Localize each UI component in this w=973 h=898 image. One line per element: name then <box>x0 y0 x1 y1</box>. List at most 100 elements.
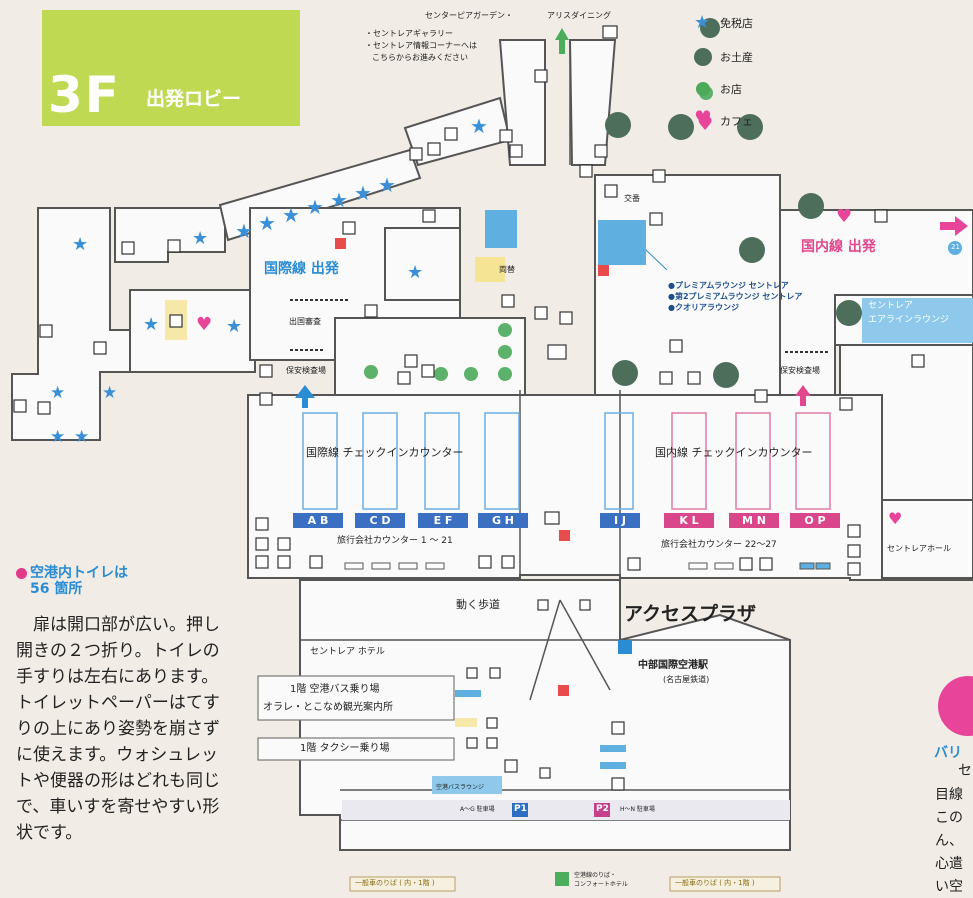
facility-icons <box>13 25 925 791</box>
p1-sign <box>512 803 528 817</box>
checkin-hall <box>247 394 973 581</box>
shop-markers <box>364 86 713 381</box>
p1-label: P1 <box>514 804 527 814</box>
right-edge-line-6: い空 <box>935 879 963 895</box>
centrair-hall-label: セントレアホール <box>887 544 951 553</box>
travel-intl-label: 旅行会社カウンター 1 〜 21 <box>337 536 453 546</box>
station-sub-label: (名古屋鉄道) <box>663 675 710 684</box>
svg-text:★: ★ <box>378 173 396 197</box>
floor-banner <box>42 10 300 126</box>
security-gates <box>290 299 830 353</box>
legend-cafe: カフェ <box>720 115 753 128</box>
international-departure-label: 国際線 出発 <box>264 261 339 277</box>
right-edge-badge <box>938 676 973 736</box>
counter-ij: I J <box>600 513 640 528</box>
left-annex-wall <box>11 207 131 441</box>
svg-text:★: ★ <box>235 219 253 243</box>
up-arrows <box>295 28 811 408</box>
souvenir-markers <box>605 18 862 388</box>
number-21: 21 <box>951 243 960 251</box>
svg-text:★: ★ <box>226 316 242 337</box>
security-right-label: 保安検査場 <box>780 366 820 375</box>
bus-line-label: 1階 空港バス乗り場 <box>290 684 380 695</box>
gift-circle-icon <box>694 48 712 66</box>
svg-text:♥: ♥ <box>697 114 713 135</box>
floor-number: 3F <box>48 66 121 124</box>
shop-icon <box>696 82 710 96</box>
p1-note: A〜G 駐車場 <box>460 806 495 813</box>
right-edge-line-3: この <box>935 810 963 826</box>
counter-op: O P <box>790 513 840 528</box>
koban-label: 交番 <box>624 194 640 203</box>
label-aries-dining: アリスダイニング <box>547 11 611 20</box>
premium-lounge-box <box>598 220 646 265</box>
exchange-box <box>475 257 505 282</box>
right-edge-heading: バリ <box>934 745 962 761</box>
svg-text:★: ★ <box>258 211 276 235</box>
security-left-label: 保安検査場 <box>286 366 326 375</box>
svg-text:★: ★ <box>143 314 159 335</box>
p2-note: H〜N 駐車場 <box>620 806 655 813</box>
bottom-center-1: 空港線のりば・ <box>574 872 617 879</box>
svg-text:★: ★ <box>330 188 348 212</box>
domestic-departure-label: 国内線 出発 <box>801 239 876 255</box>
p2-sign <box>594 803 610 817</box>
note-bullet <box>16 568 27 579</box>
counter-mn: M N <box>729 513 779 528</box>
station-label: 中部国際空港駅 <box>638 660 708 671</box>
svg-text:★: ★ <box>192 228 208 249</box>
lounge-3: ●クオリアラウンジ <box>668 303 739 312</box>
lounge-2: ●第2プレミアムラウンジ セントレア <box>668 292 803 301</box>
svg-text:★: ★ <box>50 427 65 447</box>
counter-ef: E F <box>418 513 468 528</box>
bus-lounge-kiosk: 空港バスラウンジ <box>436 784 485 791</box>
intl-core <box>384 227 461 301</box>
access-plaza-area <box>299 579 791 851</box>
intl-checkin-label: 国際線 チェックインカウンター <box>306 446 464 459</box>
exchange-label: 両替 <box>499 265 515 274</box>
dom-checkin-label: 国内線 チェックインカウンター <box>655 446 813 459</box>
legend-duty-free: 免税店 <box>720 17 753 30</box>
access-plaza-label: アクセスプラザ <box>624 603 757 625</box>
cafe-hearts: ♥ ♥ ♥ ♥ <box>196 114 902 528</box>
star-icon: ★ <box>694 12 711 33</box>
immigration-label: 出国審査 <box>289 317 321 326</box>
svg-text:★: ★ <box>282 203 300 227</box>
gate-pier-right <box>568 39 617 166</box>
gallery-note-3: こちらからお進みください <box>372 53 468 62</box>
counter-gh: G H <box>478 513 528 528</box>
legend-souvenir: お土産 <box>720 51 753 64</box>
note-title: 空港内トイレは 56 箇所 <box>30 565 128 597</box>
centrair-lounge-2: エアラインラウンジ <box>868 315 950 325</box>
counter-kl: K L <box>664 513 714 528</box>
svg-text:♥: ♥ <box>888 509 902 528</box>
note-title-line2: 56 箇所 <box>30 581 83 598</box>
svg-text:★: ★ <box>306 195 324 219</box>
bus-bottom-left: 一般車のりば ( 内・1階 ) <box>355 879 435 887</box>
info-marks <box>335 238 609 696</box>
bottom-center-2: コンフォートホテル <box>574 881 628 888</box>
label-center-air-garden: センターピアガーデン・ <box>425 11 513 20</box>
svg-text:★: ★ <box>354 181 372 205</box>
travel-dom-label: 旅行会社カウンター 22〜27 <box>661 540 777 550</box>
counter-cd: C D <box>355 513 405 528</box>
centrair-lounge-1: セントレア <box>868 301 914 311</box>
right-edge-line-4: ん、 <box>935 833 963 849</box>
duty-free-stars: ★ ★ ★ ★ ★ ★ ★ ★ ★ ★ ★ ★ ★ ★ ★ ★ ★ <box>50 114 488 447</box>
note-body: 扉は開口部が広い。押し開きの２つ折り。トイレの手すりは左右にあります。トイレット… <box>16 615 220 843</box>
international-area <box>129 289 256 373</box>
heart-icon: ♥ <box>694 106 712 130</box>
moving-walkway-label: 動く歩道 <box>456 598 500 611</box>
svg-text:★: ★ <box>407 262 423 283</box>
intl-shops <box>334 317 526 396</box>
svg-text:★: ★ <box>72 234 88 255</box>
svg-text:♥: ♥ <box>196 314 212 335</box>
elevator-box-blue <box>485 210 517 248</box>
svg-text:♥: ♥ <box>836 206 852 227</box>
right-strip <box>839 344 973 501</box>
p2-label: P2 <box>596 804 609 814</box>
right-edge-line-2: 目線 <box>935 787 963 803</box>
svg-text:★: ★ <box>74 427 89 447</box>
right-edge-line-5: 心遣 <box>935 856 963 872</box>
